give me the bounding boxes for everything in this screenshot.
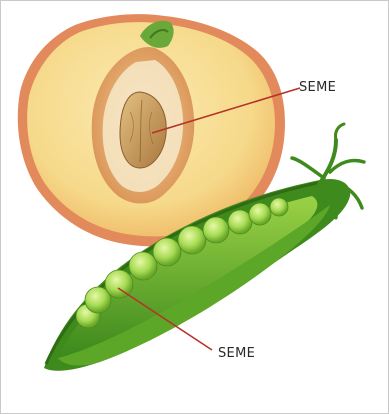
pea xyxy=(178,226,206,254)
pea xyxy=(270,198,288,216)
pea xyxy=(105,270,133,298)
peach-seed-label: SEME xyxy=(299,80,336,95)
pea xyxy=(203,217,229,243)
pea xyxy=(249,203,271,225)
pea-seed-label: SEME xyxy=(218,346,255,361)
pea xyxy=(228,210,252,234)
pea xyxy=(153,238,181,266)
pea xyxy=(129,252,157,280)
